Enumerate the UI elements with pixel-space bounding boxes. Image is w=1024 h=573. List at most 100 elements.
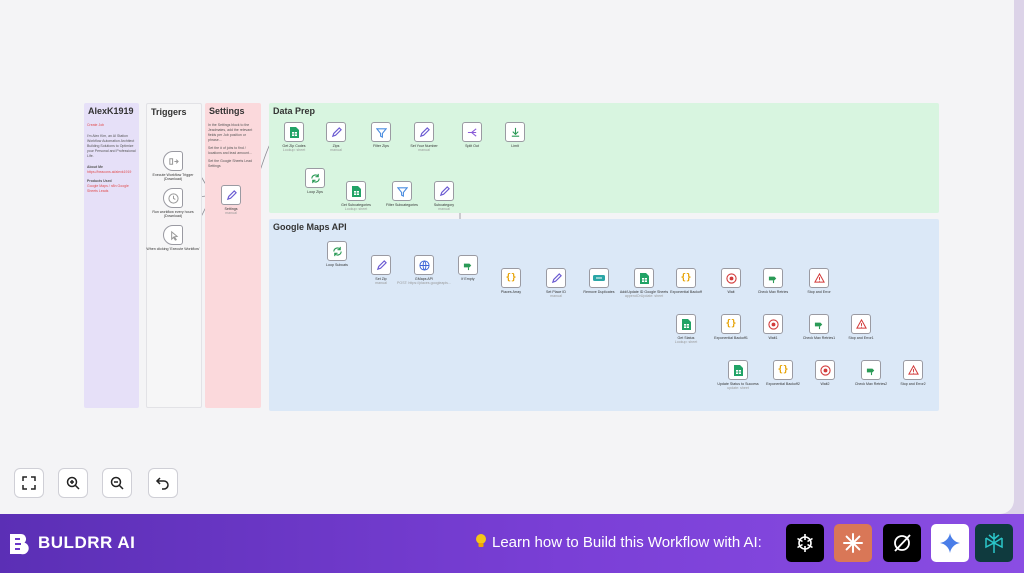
node-title: Settings	[224, 207, 238, 211]
google-sheets-icon	[733, 364, 743, 376]
google-sheets-icon	[289, 126, 299, 138]
node-title: Wait	[727, 290, 735, 294]
creator-link[interactable]: Create Job	[87, 123, 105, 127]
pencil-icon	[439, 185, 450, 197]
node-title: Stop and Error2	[900, 382, 926, 386]
node-getzip[interactable]	[284, 122, 304, 142]
workflow-canvas[interactable]: AlexK1919 Create Job I'm Alex Kim, an AI…	[0, 0, 1014, 514]
zoom-in-button[interactable]	[58, 468, 88, 498]
node-wait3[interactable]	[815, 360, 835, 380]
node-setplace[interactable]	[546, 268, 566, 288]
if-icon	[814, 319, 825, 330]
node-label: Execute Workflow Trigger (Download)	[145, 173, 201, 181]
node-title: Exponential Backoff2	[766, 382, 800, 386]
node-setzip[interactable]	[414, 122, 434, 142]
pencil-icon	[376, 259, 387, 271]
node-loopsub[interactable]	[327, 241, 347, 261]
ai-grok-button[interactable]	[883, 524, 921, 562]
node-subtitle: POST: https://places.googleapis...	[397, 281, 451, 286]
ai-chatgpt-button[interactable]	[786, 524, 824, 562]
fit-view-button[interactable]	[14, 468, 44, 498]
pencil-icon	[551, 272, 562, 284]
execute-trigger-icon	[168, 156, 179, 167]
node-label: Loop Subcats	[309, 263, 365, 267]
filter-icon	[375, 127, 387, 138]
if-icon	[866, 365, 877, 376]
code-icon: {}	[725, 319, 737, 329]
limit-icon	[510, 127, 521, 138]
node-update[interactable]	[728, 360, 748, 380]
zoom-out-button[interactable]	[102, 468, 132, 498]
node-zips[interactable]	[326, 122, 346, 142]
triggers-group: Triggers	[146, 103, 202, 408]
node-check3[interactable]	[861, 360, 881, 380]
node-title: Get Zip Codes	[282, 144, 306, 148]
node-settings[interactable]	[221, 185, 241, 205]
node-loopzips[interactable]	[305, 168, 325, 188]
node-check2[interactable]	[809, 314, 829, 334]
data-prep-title: Data Prep	[273, 106, 316, 116]
node-title: Stop and Error1	[848, 336, 874, 340]
brand-name: BULDRR AI	[38, 533, 136, 552]
fit-view-icon	[22, 476, 36, 490]
code-icon: {}	[777, 365, 789, 375]
node-exp3[interactable]: {}	[773, 360, 793, 380]
node-title: Get Status	[677, 336, 695, 340]
node-filterzips[interactable]	[371, 122, 391, 142]
node-trig1[interactable]	[163, 151, 183, 171]
undo-icon	[155, 477, 169, 490]
node-filtersub[interactable]	[392, 181, 412, 201]
ai-gemini-button[interactable]	[931, 524, 969, 562]
pencil-icon	[226, 189, 237, 201]
node-subtitle: manual	[330, 148, 342, 153]
node-exp2[interactable]: {}	[721, 314, 741, 334]
node-title: Check Max Retries2	[854, 382, 888, 386]
node-title: Places Array	[500, 290, 522, 294]
node-split[interactable]	[462, 122, 482, 142]
node-check1[interactable]	[763, 268, 783, 288]
node-trig3[interactable]	[163, 225, 183, 245]
node-stop1[interactable]	[809, 268, 829, 288]
node-title: GMaps API	[414, 277, 434, 281]
node-title: Set Zip	[375, 277, 387, 281]
node-title: Loop Zips	[307, 190, 323, 194]
node-label: Check Max Retries2	[843, 382, 899, 386]
node-getstatus[interactable]	[676, 314, 696, 334]
node-trig2[interactable]	[163, 188, 183, 208]
triggers-title: Triggers	[151, 107, 187, 117]
node-gapi[interactable]	[414, 255, 434, 275]
products-link[interactable]: Google Maps / n8n Google Sheets Leads	[87, 184, 129, 193]
stop-error-icon	[855, 318, 867, 330]
node-getsub[interactable]	[346, 181, 366, 201]
node-label: Exponential Backoff2	[755, 382, 811, 386]
node-setzip2[interactable]	[371, 255, 391, 275]
ai-perplexity-button[interactable]	[975, 524, 1013, 562]
node-subtitle: Lookup: sheet	[344, 207, 368, 212]
node-stop2[interactable]	[851, 314, 871, 334]
about-link[interactable]: https://beacons.ai/alexk1919	[87, 170, 132, 174]
node-remdup[interactable]	[589, 268, 609, 288]
node-wait1[interactable]	[721, 268, 741, 288]
node-title: Exponential Backoff1	[714, 336, 748, 340]
node-subtitle: Lookup: sheet	[282, 148, 306, 153]
node-stop3[interactable]	[903, 360, 923, 380]
filter-icon	[396, 186, 408, 197]
zoom-out-icon	[110, 476, 124, 490]
node-label: Split Out	[444, 144, 500, 148]
node-limit[interactable]	[505, 122, 525, 142]
node-title: Split Out	[465, 144, 479, 148]
undo-button[interactable]	[148, 468, 178, 498]
node-title: Get Subcategories	[341, 203, 371, 207]
node-ifempty[interactable]	[458, 255, 478, 275]
node-label: Check Max Retries1	[791, 336, 847, 340]
ai-claude-button[interactable]	[834, 524, 872, 562]
node-addsheet[interactable]	[634, 268, 654, 288]
node-exp1[interactable]: {}	[676, 268, 696, 288]
node-subcat[interactable]	[434, 181, 454, 201]
node-wait2[interactable]	[763, 314, 783, 334]
google-sheets-icon	[681, 318, 691, 330]
node-places[interactable]: {}	[501, 268, 521, 288]
